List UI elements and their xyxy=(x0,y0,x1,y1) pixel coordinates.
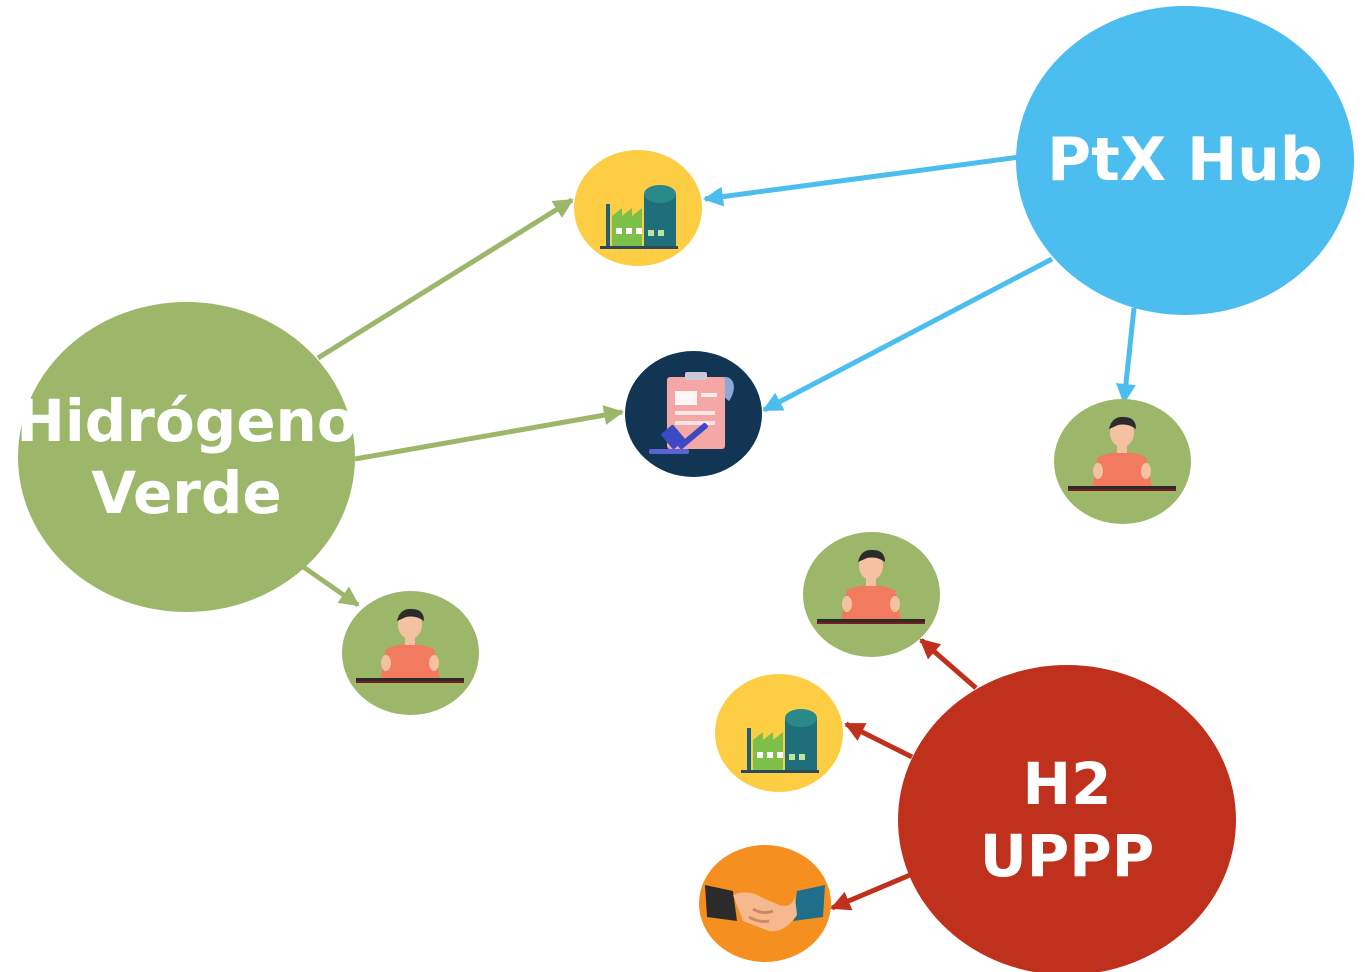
hub-hidrogeno-verde: Hidrógeno Verde xyxy=(16,302,357,612)
node-handshake xyxy=(699,845,831,962)
edge-hidrogeno-to-factory xyxy=(316,197,574,361)
hub-label-line-1: Hidrógeno xyxy=(16,386,357,455)
hub-label-line-2: Verde xyxy=(91,459,282,527)
regulation-gavel-icon xyxy=(649,372,734,454)
node-person-mid xyxy=(803,532,940,657)
factory-icon xyxy=(600,185,678,249)
person-icon xyxy=(356,608,464,683)
edge-hidrogeno-to-person xyxy=(300,563,360,608)
node-regulation xyxy=(625,351,762,477)
factory-icon xyxy=(741,709,819,773)
node-factory-top xyxy=(574,150,702,266)
node-factory-bottom xyxy=(715,674,843,792)
edge-hidrogeno-to-regulation xyxy=(354,405,624,462)
hub-label-line-2: UPPP xyxy=(979,822,1155,890)
edge-ptx-to-regulation xyxy=(762,256,1054,413)
node-person-right xyxy=(1054,399,1191,524)
person-icon xyxy=(1068,416,1176,491)
node-person-left xyxy=(342,591,479,715)
edge-uppp-to-person xyxy=(919,638,978,690)
hub-label-line-1: H2 xyxy=(1022,749,1112,818)
hub-ptx: PtX Hub xyxy=(1016,6,1354,315)
person-icon xyxy=(817,549,925,624)
edge-uppp-to-factory xyxy=(844,721,914,760)
handshake-icon xyxy=(705,885,825,932)
hub-h2-uppp: H2 UPPP xyxy=(898,665,1236,972)
edge-uppp-to-handshake xyxy=(830,872,911,911)
edge-ptx-to-person xyxy=(1115,307,1137,404)
hub-label-line-1: PtX Hub xyxy=(1047,125,1323,195)
edge-ptx-to-factory xyxy=(703,154,1021,207)
